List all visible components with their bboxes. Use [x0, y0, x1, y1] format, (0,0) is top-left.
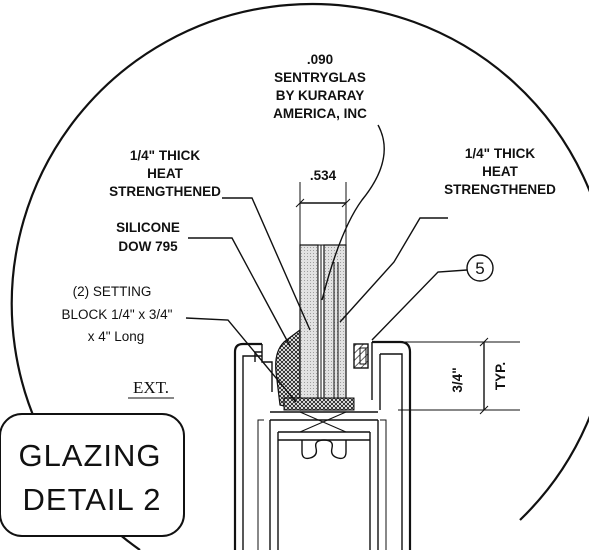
interlayer-label-4: AMERICA, INC [273, 106, 367, 121]
exterior-label: EXT. [133, 378, 169, 397]
height-dimension: 3/4" TYP. [372, 337, 520, 415]
title-line-1: GLAZING [18, 438, 161, 473]
silicone-label-1: SILICONE [116, 220, 180, 235]
callout-5: 5 [371, 254, 494, 341]
setting-block-label-2: BLOCK 1/4" x 3/4" [62, 307, 173, 322]
silicone-label-2: DOW 795 [118, 239, 178, 254]
dimension-height-label: 3/4" [450, 367, 465, 392]
gasket [353, 343, 369, 369]
interlayer-label-2: SENTRYGLAS [274, 70, 366, 85]
left-glass-label-3: STRENGTHENED [109, 184, 221, 199]
setting-block [283, 397, 355, 411]
silicone-bead [275, 328, 301, 411]
glass-unit [299, 244, 347, 411]
callout-number: 5 [475, 259, 484, 278]
left-glass-label-2: HEAT [147, 166, 184, 181]
detail-circle [10, 2, 589, 550]
right-glass-label-3: STRENGTHENED [444, 182, 556, 197]
interlayer-label-3: BY KURARAY [276, 88, 365, 103]
labels: .090 SENTRYGLAS BY KURARAY AMERICA, INC … [62, 52, 557, 397]
frame-profile [233, 340, 412, 550]
typical-label: TYP. [493, 362, 508, 390]
leader-lines [128, 124, 448, 403]
title-line-2: DETAIL 2 [23, 482, 162, 517]
right-glass-label-1: 1/4" THICK [465, 146, 535, 161]
width-dimension: .534 [295, 168, 351, 245]
dimension-width-label: .534 [310, 168, 337, 183]
setting-block-label-3: x 4" Long [88, 329, 145, 344]
right-glass-label-2: HEAT [482, 164, 519, 179]
left-glass-label-1: 1/4" THICK [130, 148, 200, 163]
title-box: GLAZING DETAIL 2 [0, 413, 185, 537]
interlayer-label-1: .090 [307, 52, 333, 67]
right-glass-lite [323, 244, 347, 411]
setting-block-label-1: (2) SETTING [73, 284, 152, 299]
